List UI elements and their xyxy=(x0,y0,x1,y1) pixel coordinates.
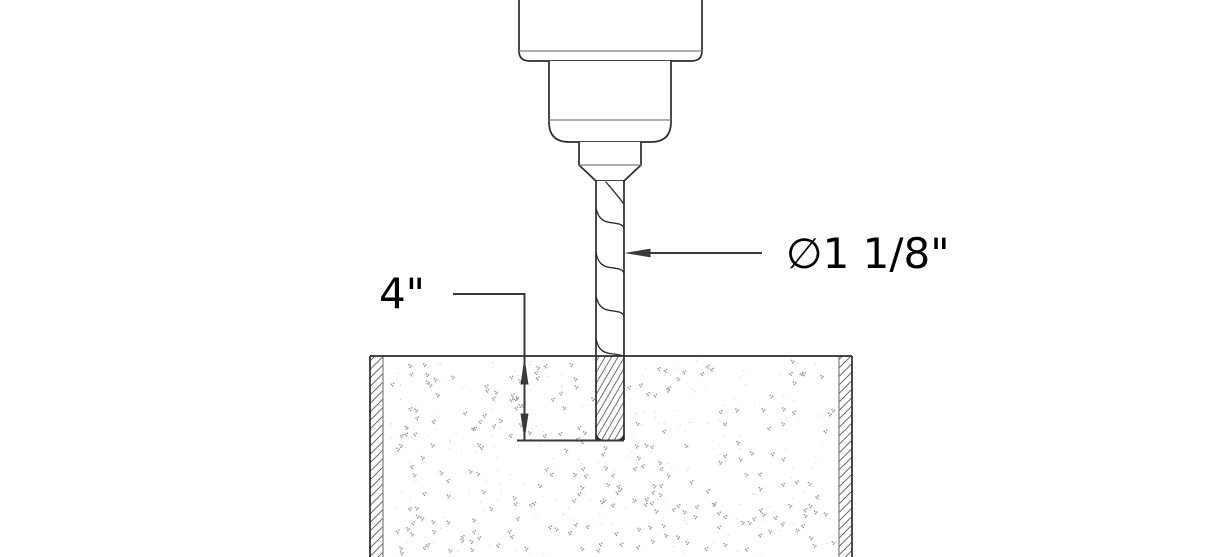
left-wall-section-hatch xyxy=(370,356,383,557)
drill-bit xyxy=(595,181,625,358)
right-wall-section-hatch xyxy=(839,356,852,557)
drilled-hole xyxy=(595,356,625,440)
chuck-body xyxy=(518,0,703,62)
chuck-neck xyxy=(548,61,672,143)
bit-flute xyxy=(595,251,625,274)
bit-tip-left-corner xyxy=(596,430,606,440)
concrete-block xyxy=(369,356,853,557)
bit-tip-right-corner xyxy=(614,430,624,440)
depth-dimension: 4" xyxy=(379,269,624,442)
depth-dimension-leader xyxy=(453,293,526,440)
diameter-dimension: ∅1 1/8" xyxy=(624,229,950,278)
bit-flute xyxy=(595,206,625,229)
up-arrowhead-icon xyxy=(520,357,529,385)
down-arrowhead-icon xyxy=(520,413,529,440)
depth-dimension-label: 4" xyxy=(379,269,425,318)
left-arrowhead-icon xyxy=(624,248,651,258)
bit-flute-partial xyxy=(605,181,625,204)
hole-bit-section-hatch xyxy=(596,356,624,440)
bit-flute xyxy=(595,294,625,317)
diameter-dimension-label: ∅1 1/8" xyxy=(786,229,950,278)
concrete-stipple-texture xyxy=(390,359,836,556)
